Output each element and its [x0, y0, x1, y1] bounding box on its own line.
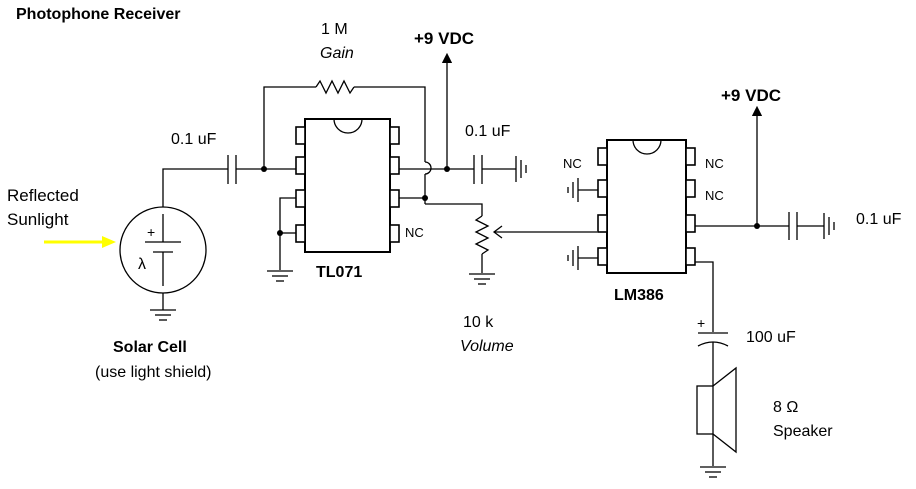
solar-cell: + λ Solar Cell (use light shield) — [95, 206, 212, 381]
speaker-label: Speaker — [773, 423, 833, 440]
bypass-capacitor-1-value: 0.1 uF — [465, 123, 511, 140]
bypass-capacitor-2-value: 0.1 uF — [856, 211, 902, 228]
supply-2: +9 VDC — [721, 86, 781, 226]
supply-1-label: +9 VDC — [414, 29, 474, 48]
sunlight-input: Reflected Sunlight — [7, 186, 116, 248]
input-capacitor: 0.1 uF — [171, 131, 237, 184]
supply-1: +9 VDC — [414, 29, 474, 169]
bypass-capacitor-1: 0.1 uF — [465, 123, 516, 184]
output-capacitor-plus: + — [697, 315, 705, 331]
gain-resistor: 1 M Gain — [315, 21, 355, 95]
sunlight-arrow-icon — [102, 236, 116, 248]
solar-cell-name: Solar Cell — [113, 339, 187, 356]
sunlight-label-line2: Sunlight — [7, 210, 69, 229]
volume-potentiometer-value: 10 k — [463, 314, 494, 331]
tl071-chip: TL071 NC — [295, 118, 424, 281]
solar-cell-plus: + — [147, 224, 155, 240]
tl071-name: TL071 — [316, 264, 362, 281]
ground-icon — [150, 293, 176, 321]
lm386-name: LM386 — [614, 287, 664, 304]
tl071-nc-label: NC — [405, 225, 424, 240]
ground-icon — [823, 213, 835, 239]
ground-icon — [267, 270, 293, 282]
ground-icon — [469, 273, 495, 285]
ground-icon — [700, 466, 726, 478]
input-capacitor-value: 0.1 uF — [171, 131, 217, 148]
bypass-capacitor-2: 0.1 uF — [788, 211, 902, 240]
lm386-nc-left: NC — [563, 156, 582, 171]
output-capacitor: + 100 uF — [697, 315, 796, 347]
solar-cell-note: (use light shield) — [95, 364, 212, 381]
ground-icon — [567, 178, 598, 202]
ground-icon — [515, 156, 527, 182]
sunlight-label-line1: Reflected — [7, 186, 79, 205]
lambda-symbol: λ — [138, 256, 146, 273]
ground-icon — [567, 246, 598, 270]
lm386-nc-right-1: NC — [705, 156, 724, 171]
gain-resistor-value: 1 M — [321, 21, 348, 38]
diagram-title: Photophone Receiver — [16, 6, 180, 23]
volume-potentiometer: 10 k Volume — [460, 215, 597, 355]
speaker-icon: 8 Ω Speaker — [696, 366, 833, 454]
gain-resistor-role: Gain — [320, 45, 354, 62]
output-capacitor-value: 100 uF — [746, 329, 796, 346]
speaker-value: 8 Ω — [773, 399, 798, 416]
lm386-chip: LM386 NC NC NC — [563, 139, 724, 304]
lm386-nc-right-2: NC — [705, 188, 724, 203]
volume-potentiometer-role: Volume — [460, 338, 514, 355]
supply-2-label: +9 VDC — [721, 86, 781, 105]
